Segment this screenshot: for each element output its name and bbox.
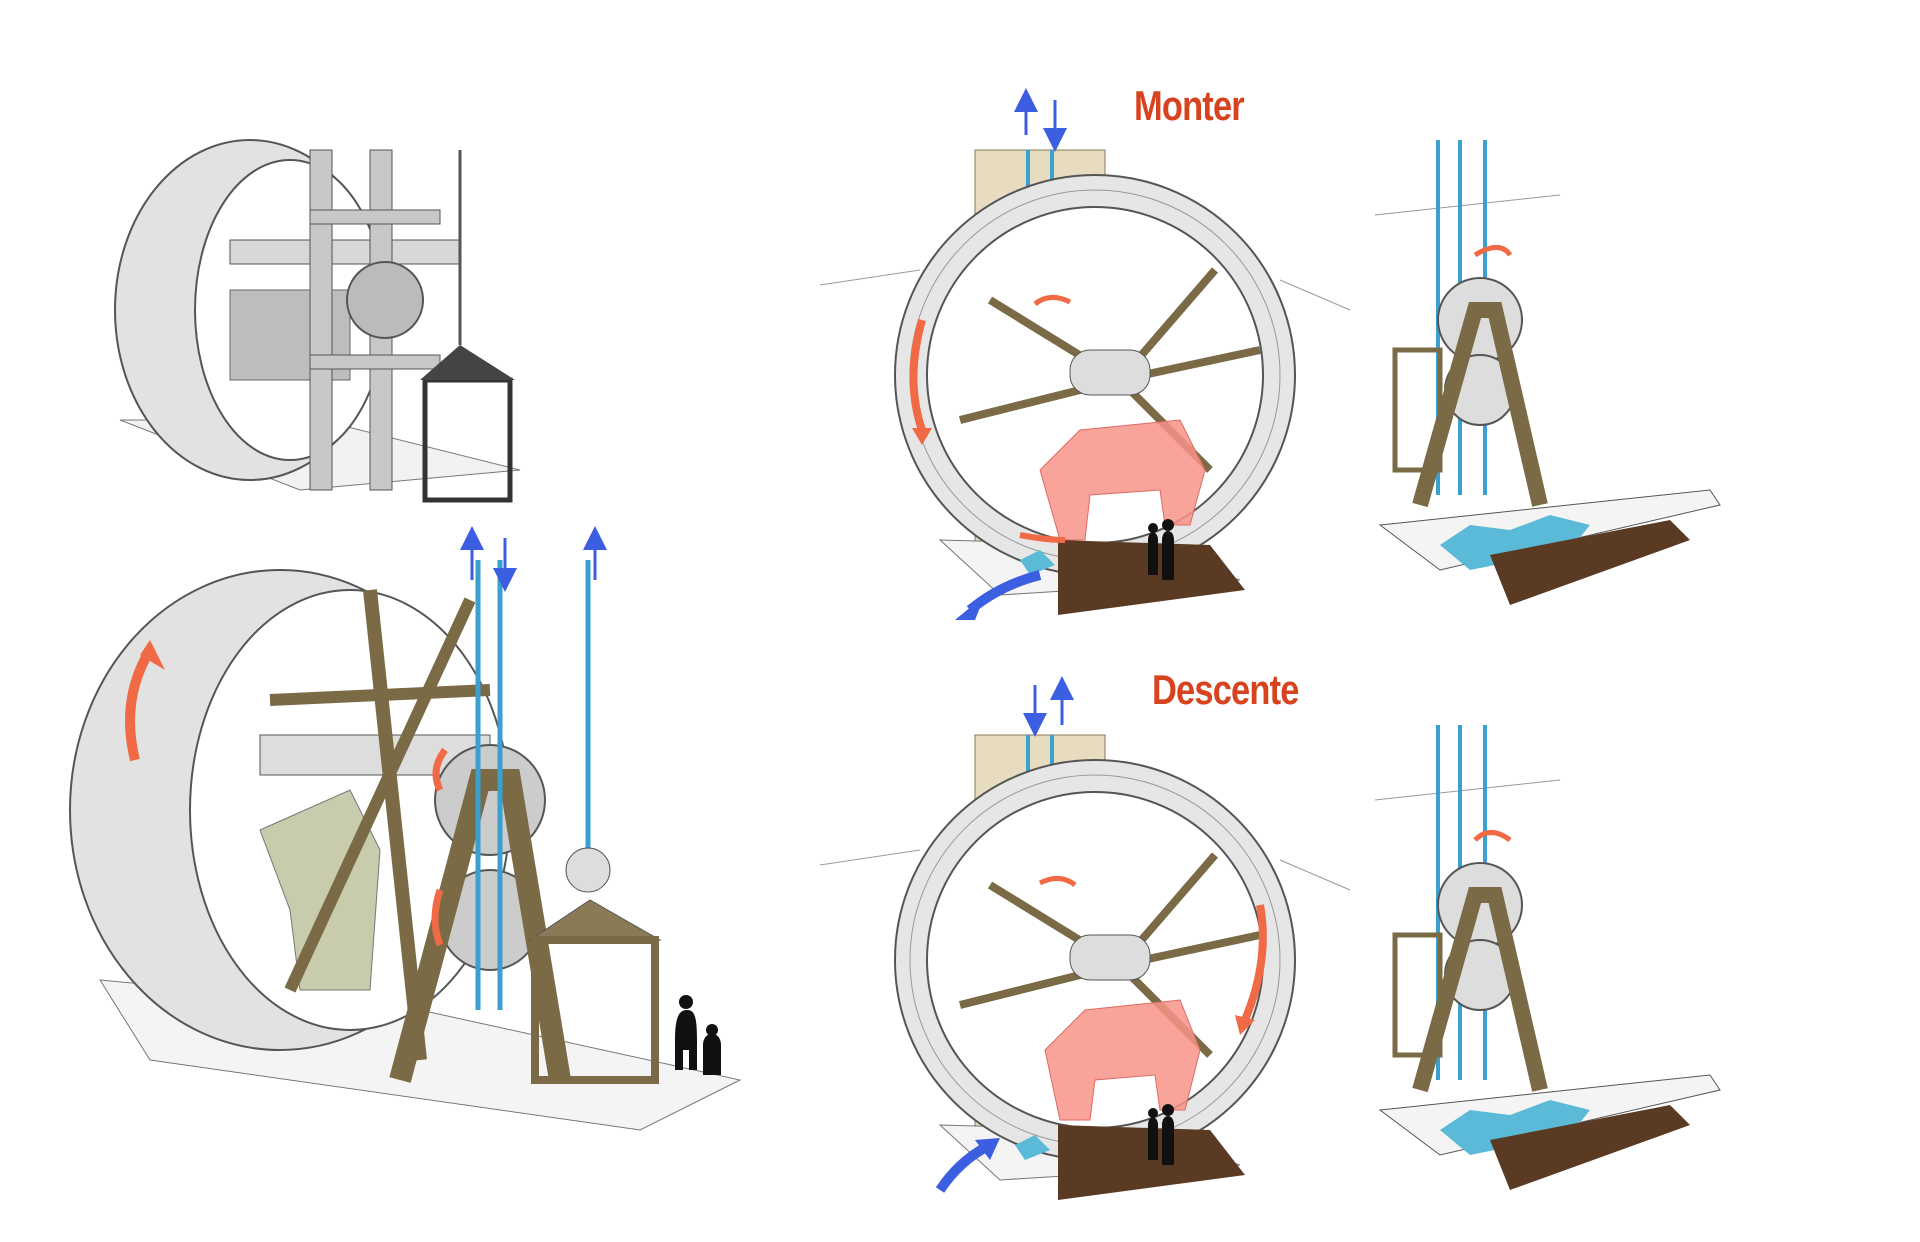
side-view-up	[1374, 140, 1721, 605]
wheel-view-down	[819, 676, 1351, 1200]
label-descente: Descente	[1152, 666, 1299, 713]
side-view-down	[1374, 725, 1721, 1190]
model-overview-grey	[114, 139, 521, 503]
model-overview-color	[69, 526, 742, 1131]
label-monter: Monter	[1134, 82, 1245, 129]
wheel-view-up	[819, 88, 1351, 620]
